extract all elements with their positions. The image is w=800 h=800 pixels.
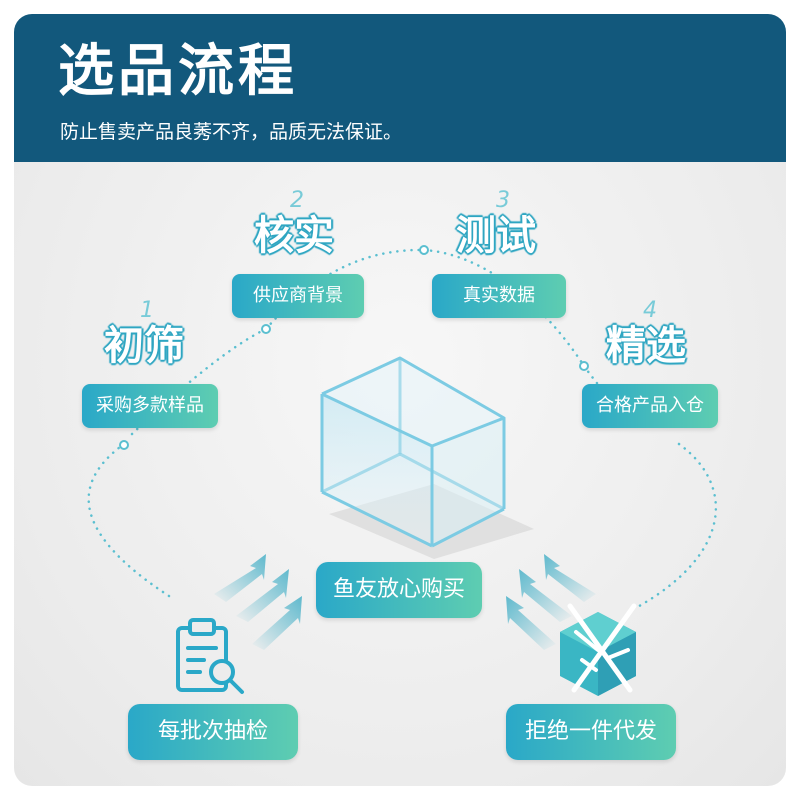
right-arrows bbox=[506, 554, 596, 650]
page-subtitle: 防止售卖产品良莠不齐，品质无法保证。 bbox=[60, 121, 403, 143]
clipboard-search-icon bbox=[176, 618, 244, 694]
step-2-number: 2 bbox=[290, 188, 304, 213]
glass-cube-illustration bbox=[320, 356, 534, 559]
step-3-number: 3 bbox=[496, 188, 510, 213]
loop-nodes bbox=[119, 245, 589, 450]
step-4-label: 合格产品入仓 bbox=[582, 384, 718, 428]
dotted-loop bbox=[87, 248, 718, 611]
step-2-label: 供应商背景 bbox=[232, 274, 364, 318]
bottom-left-label: 每批次抽检 bbox=[128, 704, 298, 760]
step-2-title: 核实 bbox=[254, 213, 334, 259]
step-3-title: 测试 bbox=[456, 213, 536, 259]
step-1-title: 初筛 bbox=[104, 323, 184, 369]
process-diagram bbox=[87, 245, 718, 650]
header-banner: 选品流程 防止售卖产品良莠不齐，品质无法保证。 bbox=[14, 14, 786, 162]
step-1-number: 1 bbox=[140, 298, 154, 323]
center-label: 鱼友放心购买 bbox=[316, 562, 482, 618]
step-4-number: 4 bbox=[643, 298, 657, 323]
step-4-title: 精选 bbox=[606, 323, 686, 369]
bottom-right-label: 拒绝一件代发 bbox=[506, 704, 676, 760]
main-panel: 选品流程 防止售卖产品良莠不齐，品质无法保证。 bbox=[14, 14, 786, 786]
step-3-label: 真实数据 bbox=[432, 274, 566, 318]
page-title: 选品流程 bbox=[58, 39, 298, 104]
step-1-label: 采购多款样品 bbox=[82, 384, 218, 428]
left-arrows bbox=[214, 554, 302, 650]
crossed-box-icon bbox=[560, 603, 637, 696]
